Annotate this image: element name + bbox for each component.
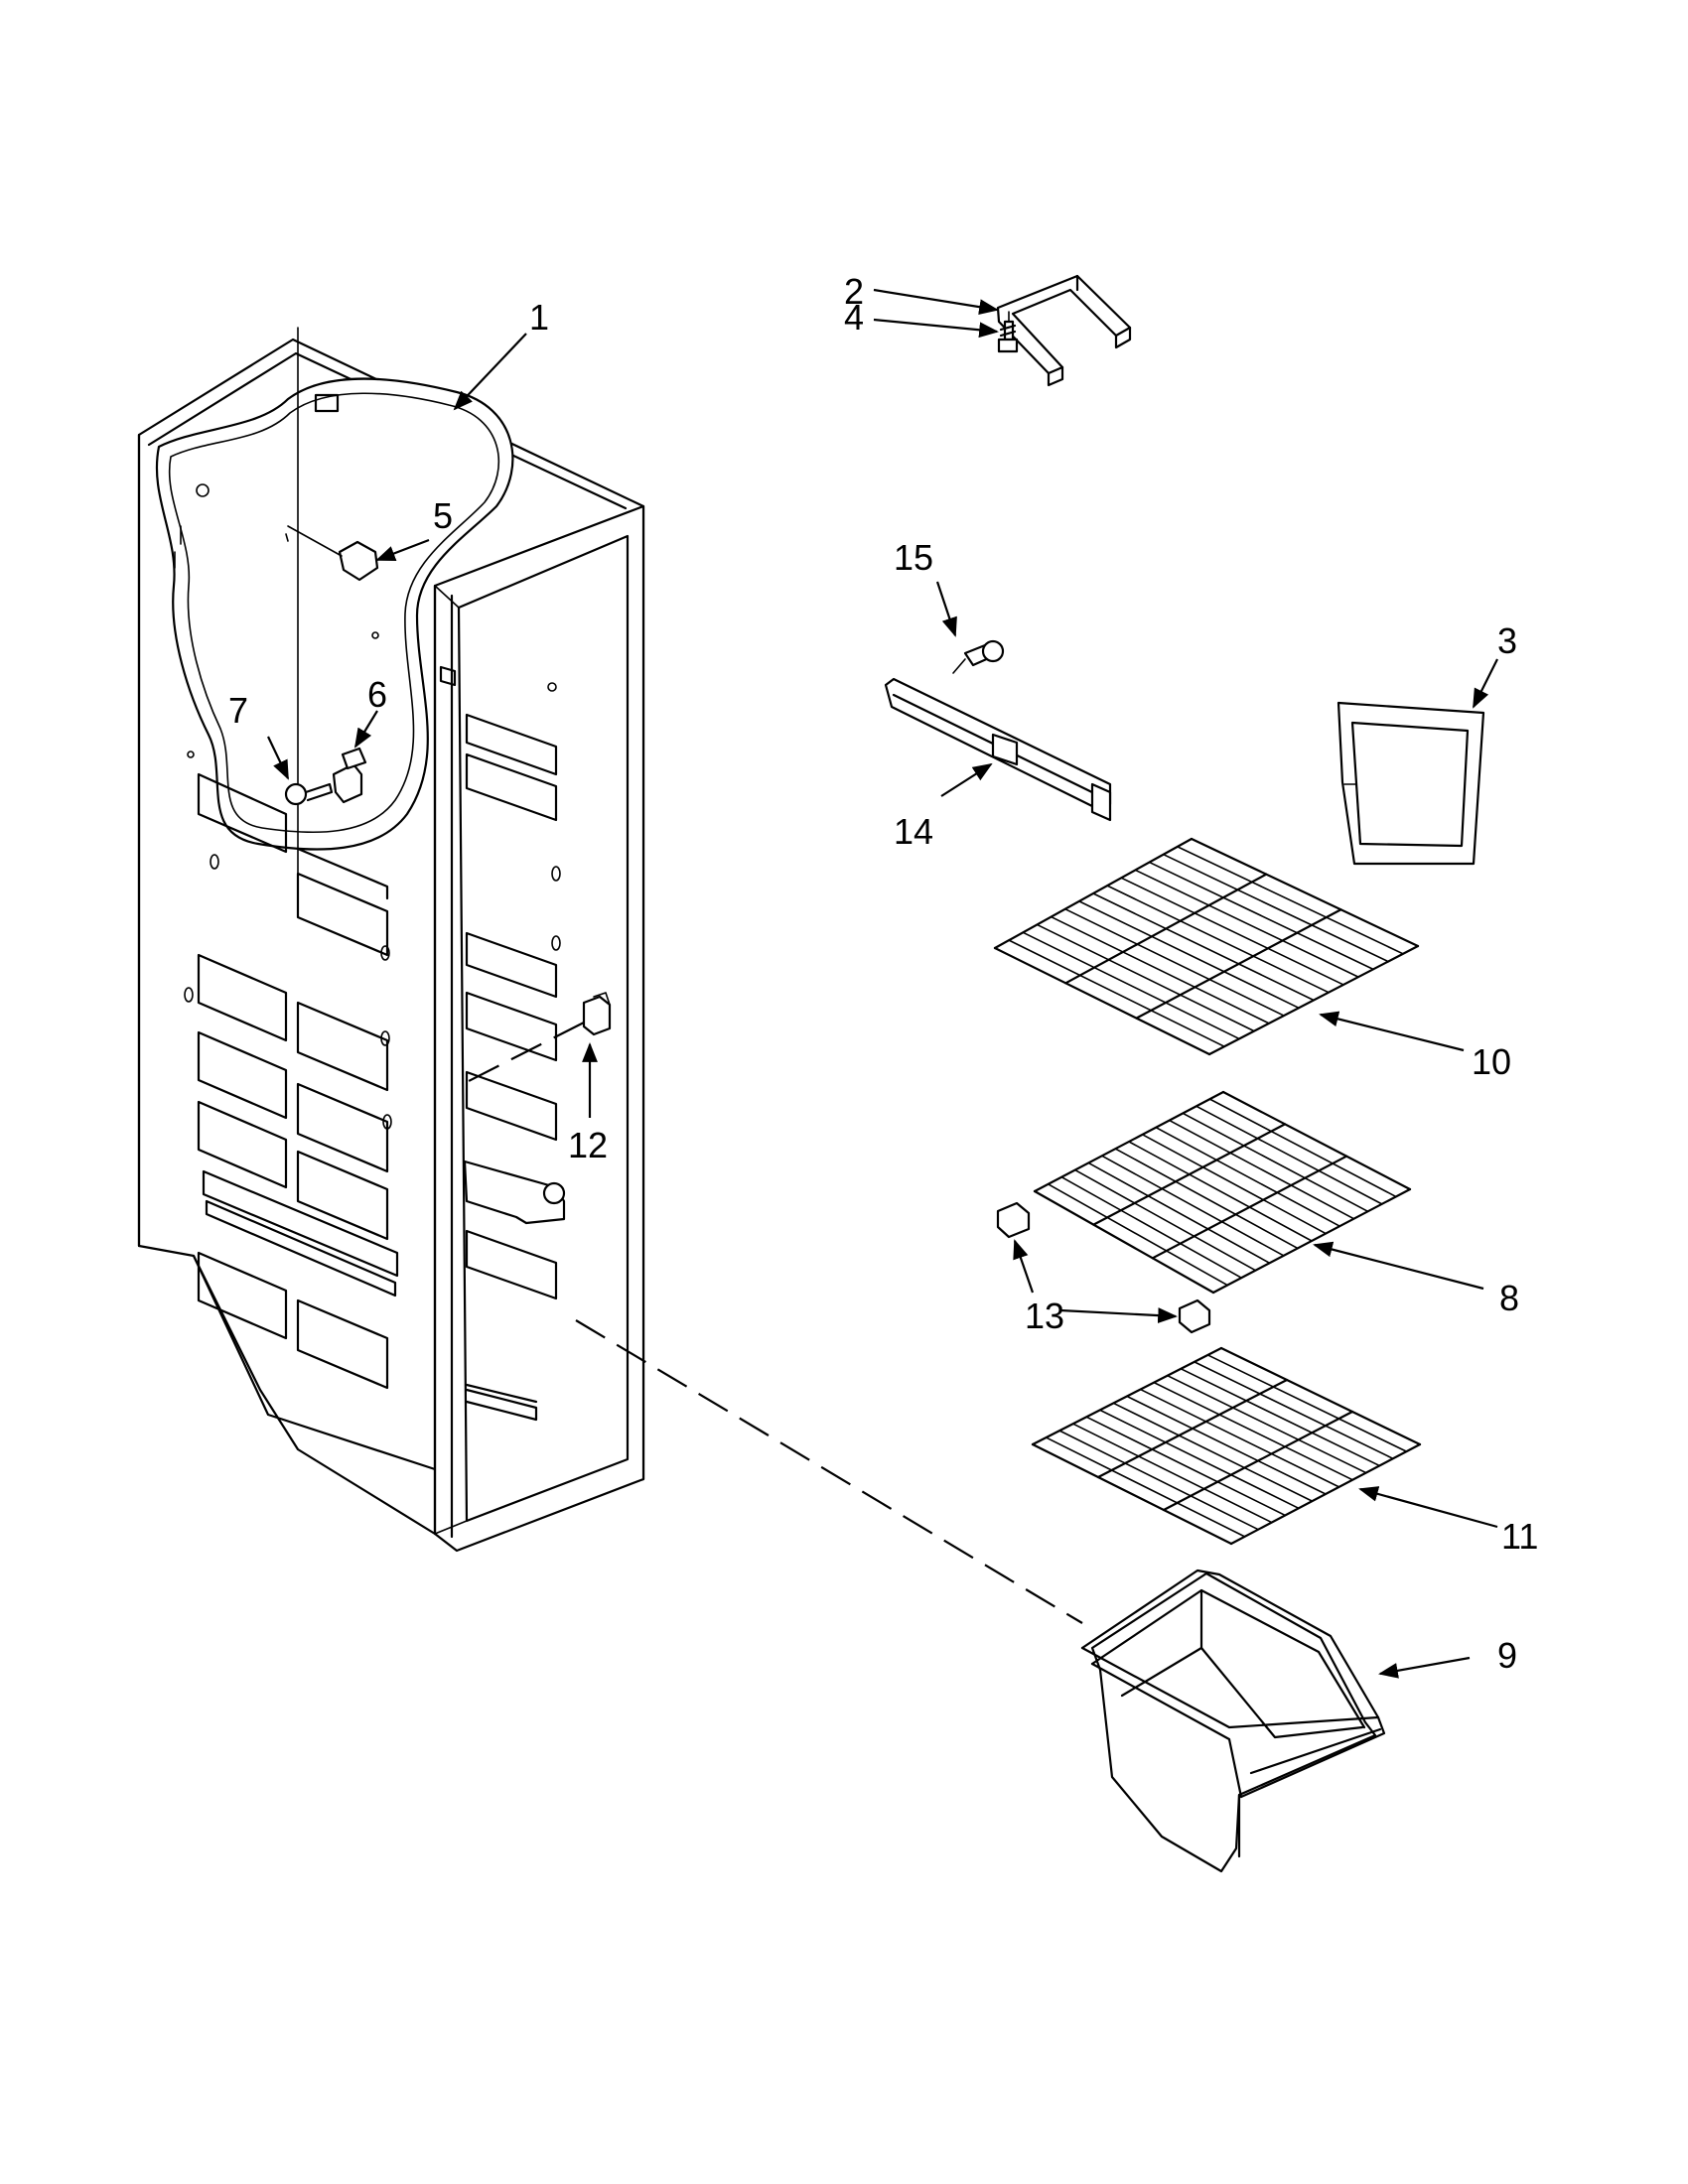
callout-10: 10: [1472, 1041, 1511, 1082]
callout-3: 3: [1497, 620, 1517, 661]
part-11-shelf: [1031, 1346, 1422, 1546]
part-6-bracket: [332, 747, 367, 804]
callout-2: 2: [844, 271, 864, 312]
callout-4: 4: [844, 297, 864, 338]
callout-15: 15: [894, 537, 933, 578]
part-12-clip: [466, 992, 612, 1083]
part-9-bin: [1080, 1569, 1386, 1873]
part-7-screw: [284, 782, 334, 806]
callout-11: 11: [1501, 1516, 1538, 1557]
callout-6: 6: [367, 674, 387, 715]
callout-1: 1: [529, 297, 549, 338]
callout-labels: 1 2 3 4 5 6 7 8 9 10 11 12 13 14 15: [228, 271, 1538, 1676]
drawer-install-line: [575, 1319, 1083, 1624]
part-15-screw: [952, 639, 1005, 674]
callout-5: 5: [433, 495, 453, 536]
freezer-liner: [137, 327, 645, 1553]
part-5-clip: [287, 525, 379, 582]
part-14-rail: [884, 677, 1112, 822]
callout-9: 9: [1497, 1635, 1517, 1676]
inner-wall-recesses: [439, 665, 561, 1422]
part-3-pan: [1336, 701, 1485, 866]
part-10-shelf: [993, 837, 1420, 1056]
callout-12: 12: [568, 1125, 608, 1165]
callout-13: 13: [1025, 1296, 1064, 1336]
callout-14: 14: [894, 811, 933, 852]
part-4-screw: [997, 320, 1019, 353]
part-8-shelf: [1033, 1090, 1412, 1295]
callout-8: 8: [1499, 1278, 1519, 1318]
part-2-bracket: [996, 274, 1132, 387]
callout-7: 7: [228, 690, 248, 731]
part-13-stops: [996, 1201, 1211, 1334]
leader-lines: [267, 288, 1498, 1679]
side-wall-recesses: [184, 772, 399, 1390]
